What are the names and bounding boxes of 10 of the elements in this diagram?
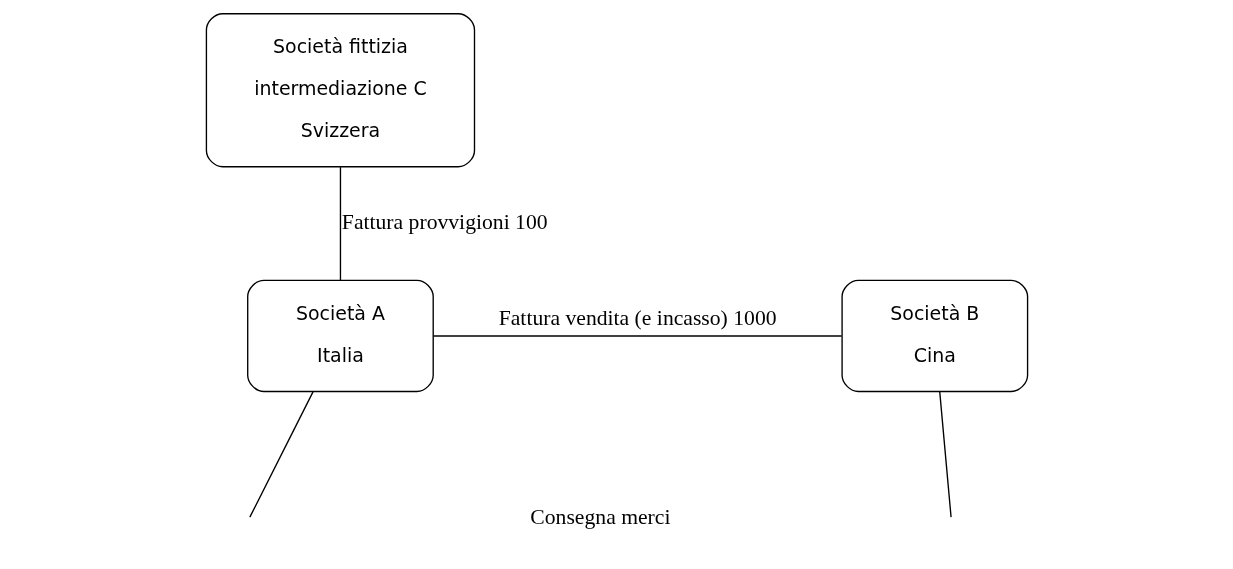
node-box: Società fittizia intermediazione C Svizzera <box>205 13 475 168</box>
edge-label: Fattura provvigioni 100 <box>341 209 548 234</box>
connector <box>339 166 341 281</box>
label: Consegna merci <box>529 504 670 529</box>
connector <box>938 391 952 518</box>
node-box: Società A Italia <box>246 279 434 393</box>
connector <box>432 335 842 337</box>
node-box: Società B Cina <box>840 279 1028 393</box>
edge-label: Fattura vendita (e incasso) 1000 <box>498 305 777 330</box>
connector <box>248 391 314 518</box>
